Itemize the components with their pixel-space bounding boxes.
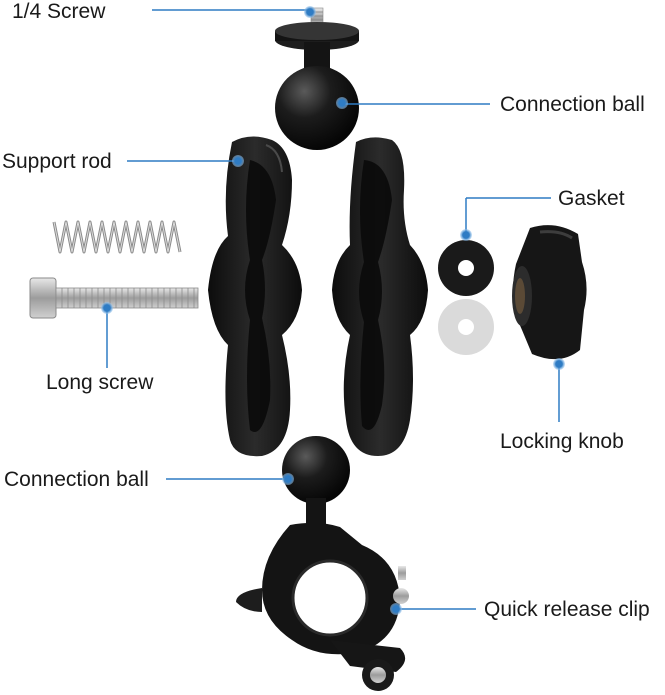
leader-line-long-screw bbox=[101, 302, 113, 368]
leader-line-support-rod bbox=[127, 155, 244, 167]
leader-line-screw bbox=[152, 6, 316, 18]
label-connection-ball-bottom: Connection ball bbox=[4, 468, 149, 491]
label-long-screw: Long screw bbox=[46, 371, 154, 394]
label-support-rod: Support rod bbox=[2, 150, 112, 173]
long-screw-part bbox=[29, 277, 199, 319]
support-rod-left-part bbox=[208, 136, 302, 457]
quick-release-clip-part bbox=[236, 522, 409, 691]
leader-line-ball-bottom bbox=[166, 473, 294, 485]
locking-knob-part bbox=[512, 225, 587, 360]
label-gasket: Gasket bbox=[558, 187, 625, 210]
gasket-dark-part bbox=[438, 240, 494, 296]
connection-ball-bottom-part bbox=[282, 436, 350, 524]
quarter-screw-part bbox=[275, 7, 359, 70]
connection-ball-top-part bbox=[275, 66, 359, 150]
label-connection-ball-top: Connection ball bbox=[500, 93, 645, 116]
leader-line-ball-top bbox=[336, 97, 490, 109]
label-locking-knob: Locking knob bbox=[500, 430, 624, 453]
gasket-light-part bbox=[438, 299, 494, 355]
label-quick-release-clip: Quick release clip bbox=[484, 598, 650, 621]
leader-line-quick-release bbox=[390, 603, 476, 615]
leader-line-gasket bbox=[460, 197, 551, 241]
spring-part bbox=[52, 220, 182, 254]
leader-line-locking-knob bbox=[553, 358, 565, 422]
support-rod-right-part bbox=[332, 137, 428, 456]
label-quarter-screw: 1/4 Screw bbox=[12, 0, 106, 23]
